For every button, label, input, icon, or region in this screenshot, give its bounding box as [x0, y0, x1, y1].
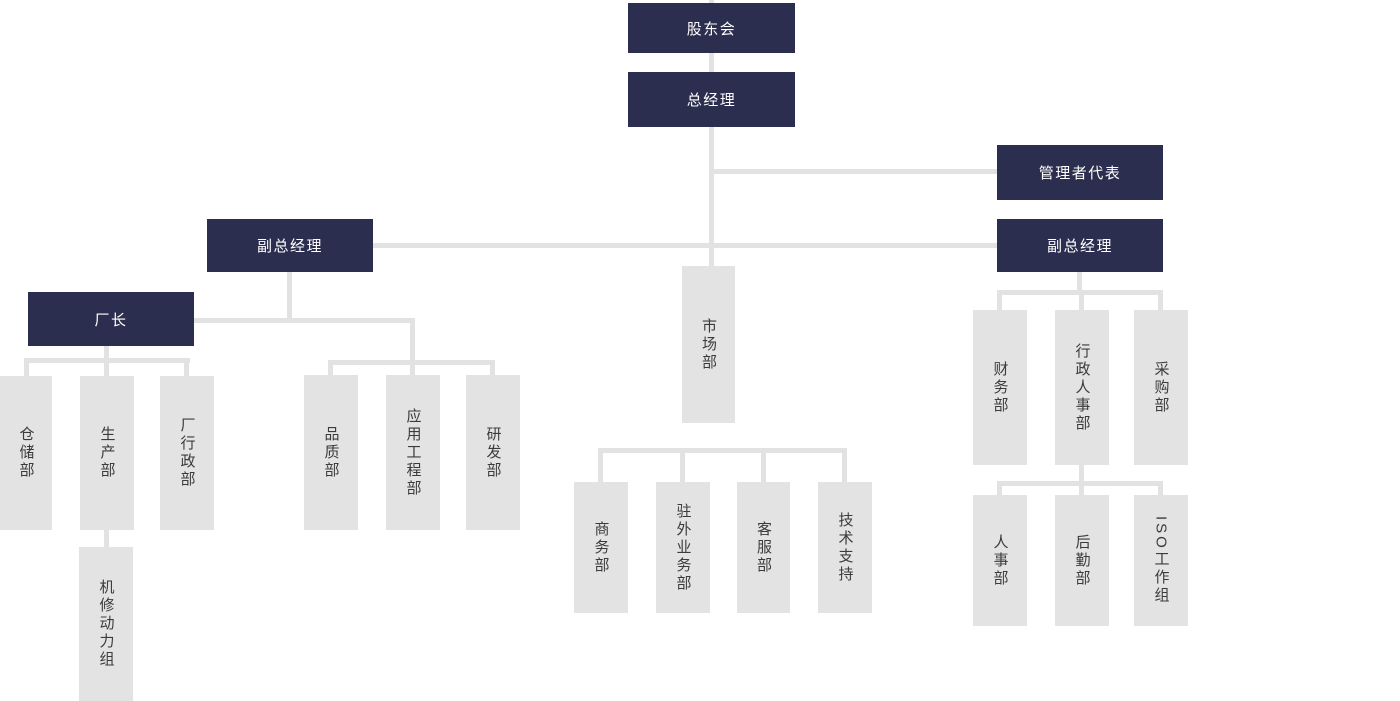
connector	[712, 169, 997, 174]
node-iso-workgroup: ISO工作组	[1134, 495, 1188, 626]
connector	[709, 53, 714, 72]
connector	[598, 448, 847, 453]
connector	[598, 448, 603, 482]
node-factory-director: 厂长	[28, 292, 194, 346]
node-procurement: 采购部	[1134, 310, 1188, 465]
node-general-manager: 总经理	[628, 72, 795, 127]
node-machine-repair-group: 机修动力组	[79, 547, 133, 701]
node-shareholders: 股东会	[628, 3, 795, 53]
connector	[104, 358, 109, 376]
connector	[194, 318, 415, 323]
connector	[997, 290, 1002, 310]
node-warehouse: 仓储部	[0, 376, 52, 530]
node-field-business: 驻外业务部	[656, 482, 710, 613]
connector	[1079, 290, 1084, 310]
connector	[328, 360, 495, 365]
node-application-engineering: 应用工程部	[386, 375, 440, 530]
connector	[328, 360, 333, 375]
node-deputy-gm-left: 副总经理	[207, 219, 373, 272]
connector	[680, 448, 685, 482]
connector	[842, 448, 847, 482]
connector	[1158, 481, 1163, 495]
node-tech-support: 技术支持	[818, 482, 872, 613]
node-admin-hr: 行政人事部	[1055, 310, 1109, 465]
connector	[104, 346, 109, 358]
node-deputy-gm-right: 副总经理	[997, 219, 1163, 272]
node-quality: 品质部	[304, 375, 358, 530]
node-finance: 财务部	[973, 310, 1027, 465]
node-business: 商务部	[574, 482, 628, 613]
node-hr: 人事部	[973, 495, 1027, 626]
connector	[1077, 272, 1082, 292]
connector	[287, 272, 292, 323]
node-management-rep: 管理者代表	[997, 145, 1163, 200]
connector	[997, 481, 1002, 495]
node-customer-service: 客服部	[737, 482, 790, 613]
connector	[709, 127, 714, 266]
connector	[184, 358, 189, 376]
node-marketing: 市场部	[682, 266, 735, 423]
connector	[1079, 465, 1084, 483]
connector	[104, 530, 109, 547]
connector	[410, 318, 415, 375]
node-logistics: 后勤部	[1055, 495, 1109, 626]
connector	[1158, 290, 1163, 310]
node-rnd: 研发部	[466, 375, 520, 530]
connector	[24, 358, 29, 376]
node-production: 生产部	[80, 376, 134, 530]
connector	[709, 0, 714, 3]
connector	[490, 360, 495, 375]
connector	[373, 243, 997, 248]
connector	[1079, 481, 1084, 495]
connector	[761, 448, 766, 482]
node-factory-admin: 厂行政部	[160, 376, 214, 530]
